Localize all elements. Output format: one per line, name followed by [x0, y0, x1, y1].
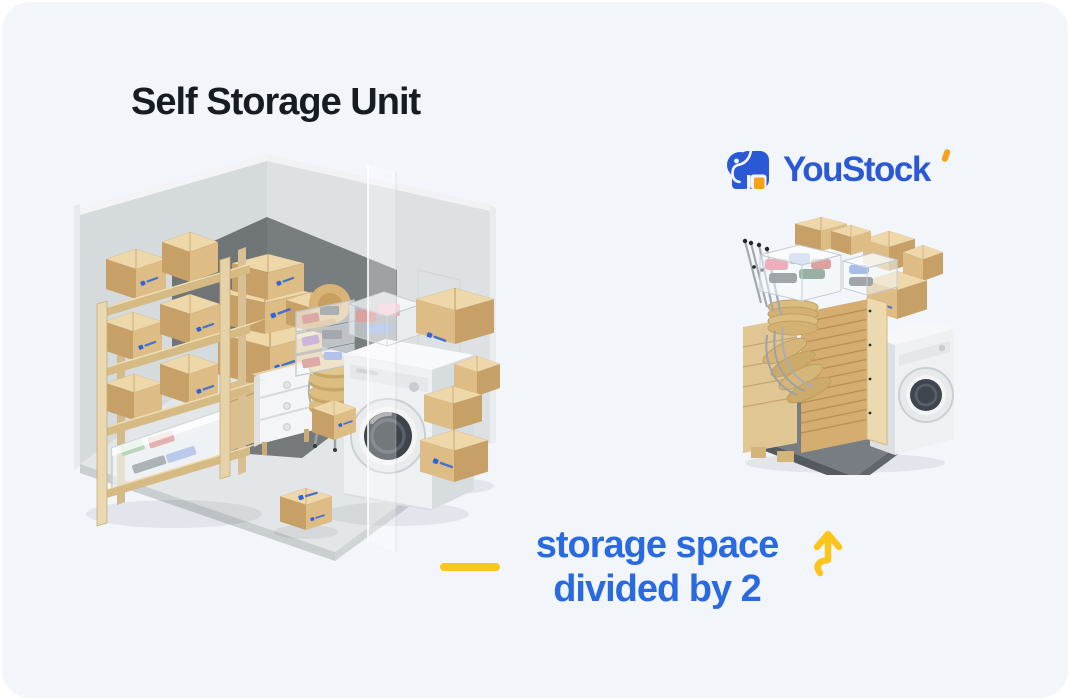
- drawer-chest: [252, 358, 322, 455]
- storage-room-illustration: [74, 155, 501, 561]
- shelf-boxes: [103, 231, 221, 421]
- stacked-chair-seats: [762, 299, 832, 404]
- caption-dash: [440, 563, 500, 571]
- flattened-boxes: [800, 296, 888, 453]
- clothes-bins: [759, 244, 899, 302]
- compact-stack-illustration: [742, 216, 954, 475]
- glass-panel: [367, 164, 397, 552]
- brand-wordmark: YouStock: [783, 150, 931, 189]
- shelving-rack: [96, 231, 268, 527]
- elephant-icon: [727, 149, 769, 189]
- hanging-seats: [762, 337, 832, 404]
- brand-logo: YouStock: [722, 143, 974, 199]
- floor-box: [279, 487, 333, 531]
- page-title: Self Storage Unit: [131, 81, 421, 123]
- clear-bin-bottom-shelf: [111, 408, 225, 494]
- storage-bins-stack: [295, 284, 355, 377]
- box-under-chairs: [311, 399, 357, 441]
- caption-text: storage space divided by 2: [497, 523, 817, 611]
- up-arrow-icon: [813, 530, 843, 577]
- caption-line-1: storage space: [535, 524, 780, 566]
- brand-accent-mark: [940, 148, 952, 163]
- wooden-panel: [866, 296, 888, 446]
- caption-line-2: divided by 2: [553, 568, 762, 610]
